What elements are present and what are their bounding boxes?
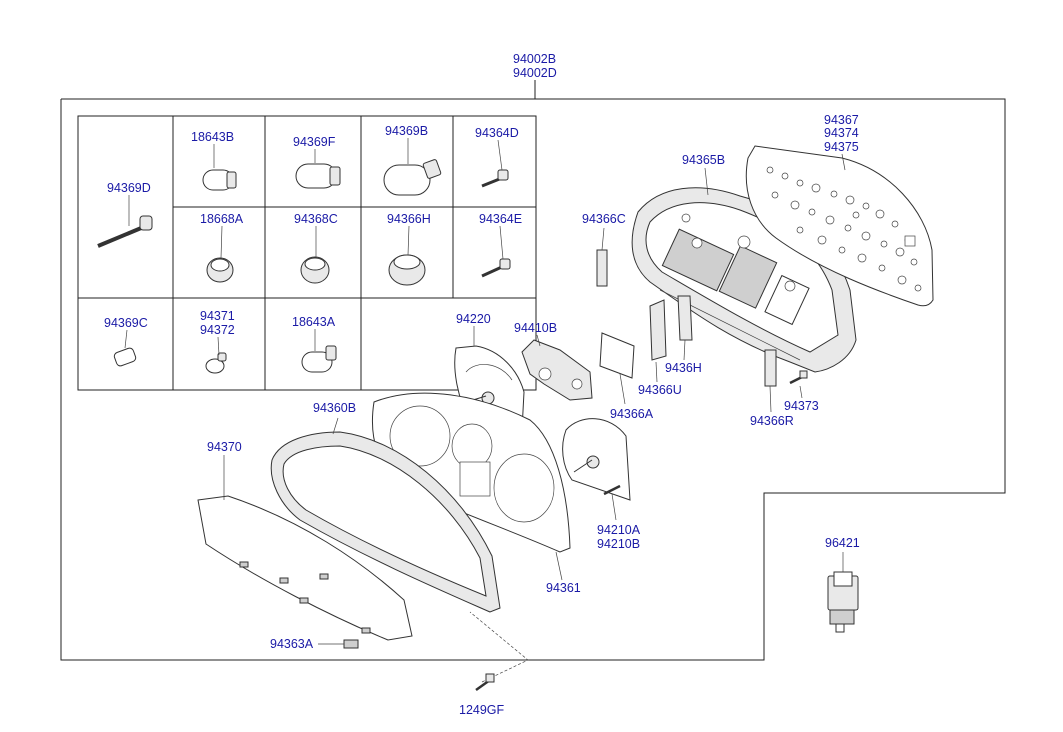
label-94375: 94375	[824, 140, 859, 154]
bezel-94360B-drawing	[270, 431, 501, 613]
bracket-94410B-drawing	[521, 339, 593, 401]
rod-94369D-drawing	[97, 215, 153, 248]
lens-94370-drawing	[197, 495, 413, 641]
leader-94366U	[655, 361, 658, 383]
label-94002D: 94002D	[513, 66, 557, 80]
leader-94366C	[601, 227, 605, 251]
leader-94361	[555, 551, 563, 581]
socket-94366H-drawing	[388, 254, 426, 286]
leader-94373	[799, 385, 803, 399]
clip-94366R-drawing	[764, 349, 777, 387]
clip-94366U-drawing	[649, 299, 667, 361]
pcb-94367-drawing	[745, 145, 934, 307]
bulb-94369C-drawing	[113, 347, 137, 367]
leader-94366R	[769, 385, 772, 413]
label-94369B: 94369B	[385, 124, 428, 138]
label-96421: 96421	[825, 536, 860, 550]
bulb-94369F-drawing	[295, 163, 341, 189]
label-94371: 94371	[200, 309, 235, 323]
part-labels: 94002B 94002D 18643B 94369F 94369B 94364…	[104, 52, 860, 717]
clip-9436H-drawing	[677, 295, 693, 341]
label-94364E: 94364E	[479, 212, 522, 226]
label-94370: 94370	[207, 440, 242, 454]
label-94002B: 94002B	[513, 52, 556, 66]
sensor-96421-drawing	[827, 571, 859, 633]
label-94372: 94372	[200, 323, 235, 337]
label-94210B: 94210B	[597, 537, 640, 551]
gauge-94210A-drawing	[562, 418, 631, 501]
label-94367: 94367	[824, 113, 859, 127]
label-94368C: 94368C	[294, 212, 338, 226]
leader-94367	[841, 153, 846, 171]
screw-1249GF-drawing	[475, 673, 495, 692]
screw-94364D-drawing	[481, 169, 509, 188]
assembly-frame	[60, 98, 1006, 661]
clip-94363A-drawing	[343, 639, 359, 649]
label-94364D: 94364D	[475, 126, 519, 140]
label-94369C: 94369C	[104, 316, 148, 330]
leader-1249GF	[469, 611, 529, 683]
label-94366H: 94366H	[387, 212, 431, 226]
bulb-94371-drawing	[205, 352, 227, 374]
label-94210A: 94210A	[597, 523, 641, 537]
label-94369D: 94369D	[107, 181, 151, 195]
face-94361-drawing	[371, 392, 571, 553]
leader-94365B	[704, 167, 709, 196]
leader-94210A	[611, 493, 617, 521]
screw-94373-drawing	[789, 370, 808, 385]
socket-94368C-drawing	[300, 256, 330, 284]
socket-18668A-drawing	[206, 257, 234, 283]
label-18668A: 18668A	[200, 212, 244, 226]
label-94366A: 94366A	[610, 407, 654, 421]
label-94366R: 94366R	[750, 414, 794, 428]
label-94369F: 94369F	[293, 135, 336, 149]
leader-94366A	[619, 373, 626, 405]
label-94363A: 94363A	[270, 637, 314, 651]
label-18643A: 18643A	[292, 315, 336, 329]
label-94410B: 94410B	[514, 321, 557, 335]
grid-leaders	[124, 138, 504, 356]
screw-94364E-drawing	[481, 258, 511, 278]
leader-94360B	[332, 417, 339, 435]
label-94373: 94373	[784, 399, 819, 413]
bulb-grid	[77, 115, 537, 391]
label-1249GF: 1249GF	[459, 703, 505, 717]
plate-94366A-drawing	[599, 332, 635, 379]
bulb-94369B-drawing	[383, 159, 442, 196]
bulb-18643B-drawing	[202, 169, 237, 191]
leader-94410B	[536, 334, 541, 347]
label-94366C: 94366C	[582, 212, 626, 226]
label-94374: 94374	[824, 126, 859, 140]
leader-9436H	[683, 339, 686, 361]
label-94361: 94361	[546, 581, 581, 595]
label-94360B: 94360B	[313, 401, 356, 415]
label-94220: 94220	[456, 312, 491, 326]
clip-94366C-drawing	[596, 249, 608, 287]
bulb-18643A-drawing	[301, 345, 337, 373]
label-9436H: 9436H	[665, 361, 702, 375]
label-18643B: 18643B	[191, 130, 234, 144]
label-94366U: 94366U	[638, 383, 682, 397]
label-94365B: 94365B	[682, 153, 725, 167]
